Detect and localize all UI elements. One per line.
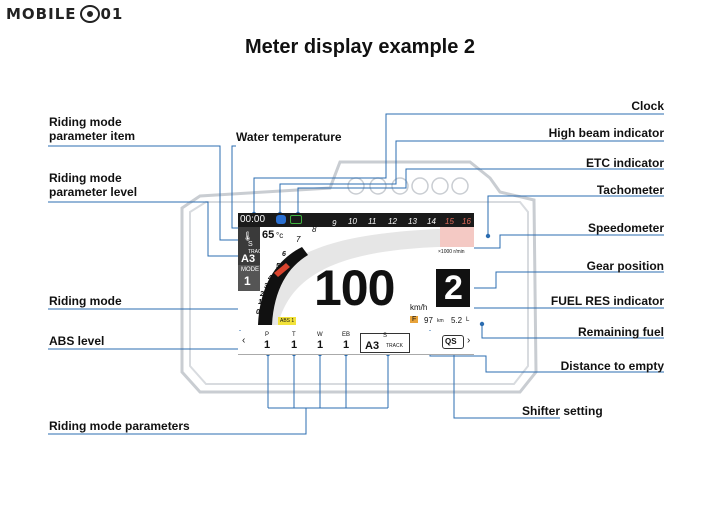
water-temp-value: 65 bbox=[262, 229, 275, 241]
label-distance-to-empty: Distance to empty bbox=[560, 359, 664, 373]
page-title: Meter display example 2 bbox=[244, 36, 476, 58]
param-s-box: S A3 TRACK bbox=[360, 333, 410, 353]
leader-param-item bbox=[48, 145, 248, 241]
tach-9: 9 bbox=[332, 219, 337, 228]
etc-icon bbox=[290, 215, 302, 224]
scale-6: 6 bbox=[282, 251, 286, 258]
tach-16: 16 bbox=[462, 217, 471, 226]
fuel-res-badge: F bbox=[410, 316, 419, 323]
tach-12: 12 bbox=[388, 217, 397, 226]
label-remaining-fuel: Remaining fuel bbox=[577, 325, 664, 339]
distance-unit: km bbox=[437, 318, 444, 324]
label-clock: Clock bbox=[631, 99, 664, 113]
label-gear-position: Gear position bbox=[586, 259, 664, 273]
distance-value: 97 bbox=[424, 316, 433, 325]
qs-box: QS bbox=[442, 335, 464, 349]
logo-suffix: 01 bbox=[100, 5, 124, 23]
param-s-value: A3 bbox=[365, 340, 380, 352]
tach-7: 7 bbox=[296, 235, 301, 244]
mode-param-track: TRACK bbox=[248, 249, 265, 255]
scale-1: 1 bbox=[258, 299, 262, 306]
param-w-value: 1 bbox=[317, 339, 324, 351]
housing-outline bbox=[180, 160, 538, 394]
leader-etc bbox=[297, 168, 664, 214]
water-temp-unit: °c bbox=[276, 231, 284, 240]
param-w-label: W bbox=[317, 332, 323, 338]
label-riding-mode: Riding mode bbox=[49, 294, 122, 308]
indicator-lamp-3 bbox=[391, 177, 409, 195]
label-speedometer: Speedometer bbox=[587, 221, 664, 235]
label-param-level: Riding mode parameter level bbox=[49, 171, 138, 199]
logo-text: MOBILE bbox=[6, 5, 77, 23]
param-p-label: P bbox=[265, 332, 270, 338]
param-p-value: 1 bbox=[264, 339, 271, 351]
leader-param-level bbox=[48, 201, 244, 257]
param-eb-label: EB bbox=[342, 332, 351, 338]
mode-param-level: A3 bbox=[241, 253, 256, 265]
param-eb-value: 1 bbox=[343, 339, 350, 351]
scale-3: 3 bbox=[264, 283, 268, 290]
scale-2: 2 bbox=[260, 291, 264, 298]
abs-badge: ABS 1 bbox=[278, 317, 297, 325]
leader-tachometer bbox=[487, 195, 664, 236]
mode-label: MODE bbox=[241, 267, 259, 273]
label-riding-mode-parameters: Riding mode parameters bbox=[49, 419, 190, 433]
param-s-track: TRACK bbox=[386, 343, 403, 349]
scale-0: 0 bbox=[256, 309, 260, 316]
tach-14: 14 bbox=[427, 217, 436, 226]
scale-5: 5 bbox=[276, 263, 280, 270]
param-arrow-right: › bbox=[467, 335, 471, 346]
label-high-beam: High beam indicator bbox=[548, 126, 664, 140]
clock-display: 00:00 bbox=[240, 214, 266, 225]
label-shifter-setting: Shifter setting bbox=[522, 404, 603, 418]
qs-label: QS bbox=[445, 337, 457, 346]
mode-value: 1 bbox=[244, 274, 251, 288]
param-t-value: 1 bbox=[291, 339, 298, 351]
tach-13: 13 bbox=[408, 217, 417, 226]
indicator-lamp-5 bbox=[431, 177, 449, 195]
meter-screen: 00:00 🌡 65 °c S TRACK A3 MODE 1 7 8 9 10… bbox=[238, 213, 474, 330]
tach-8: 8 bbox=[312, 225, 317, 234]
logo-mark-icon bbox=[79, 5, 100, 23]
fuel-unit: L bbox=[466, 317, 470, 323]
label-tachometer: Tachometer bbox=[596, 183, 664, 197]
param-row: ‹ P 1 T 1 W 1 EB 1 S A3 TRACK QS › bbox=[238, 331, 474, 355]
leader-clock bbox=[253, 113, 664, 214]
mode-param-item: S bbox=[248, 241, 253, 248]
tach-15: 15 bbox=[445, 217, 454, 226]
leader-gear bbox=[470, 271, 664, 289]
indicator-lamp-6 bbox=[451, 177, 469, 195]
label-fuel-res: FUEL RES indicator bbox=[550, 294, 664, 308]
label-abs-level: ABS level bbox=[49, 334, 105, 348]
rpm-unit: ×1000 r/min bbox=[438, 249, 465, 255]
temp-icon: 🌡 bbox=[242, 231, 254, 241]
param-s-label: S bbox=[383, 333, 388, 339]
leader-shifter bbox=[453, 346, 560, 419]
tach-11: 11 bbox=[368, 217, 377, 226]
param-arrow-left: ‹ bbox=[242, 335, 246, 346]
label-water-temperature: Water temperature bbox=[236, 130, 342, 144]
scale-4: 4 bbox=[268, 275, 272, 282]
param-t-label: T bbox=[292, 332, 296, 338]
gear-value: 2 bbox=[444, 269, 463, 307]
mobile01-logo: MOBILE 01 bbox=[6, 4, 123, 24]
leader-params bbox=[48, 408, 307, 435]
speed-value: 100 bbox=[314, 260, 395, 316]
indicator-lamp-2 bbox=[369, 177, 387, 195]
label-etc: ETC indicator bbox=[585, 156, 664, 170]
tach-10: 10 bbox=[348, 217, 357, 226]
housing-inner bbox=[189, 201, 529, 385]
leader-remaining-fuel bbox=[481, 324, 664, 339]
indicator-lamp-4 bbox=[411, 177, 429, 195]
high-beam-icon bbox=[276, 215, 286, 224]
leader-high-beam bbox=[279, 140, 664, 214]
indicator-lamp-1 bbox=[347, 177, 365, 195]
speed-unit: km/h bbox=[410, 303, 428, 312]
label-param-item: Riding mode parameter item bbox=[49, 115, 136, 143]
fuel-value: 5.2 bbox=[451, 316, 463, 325]
